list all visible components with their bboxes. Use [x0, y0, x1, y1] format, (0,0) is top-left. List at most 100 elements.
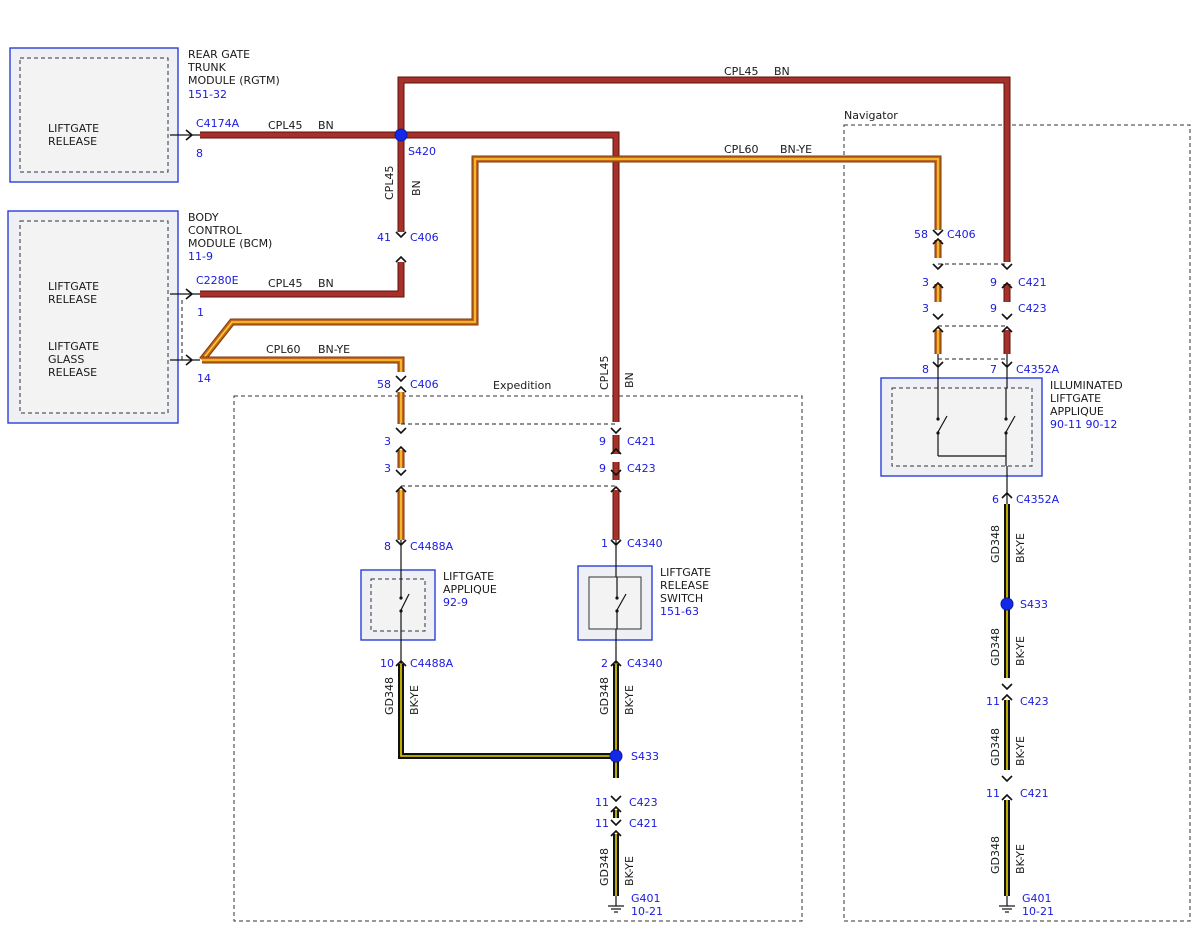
illum-applique-name-2: LIFTGATE: [1050, 392, 1101, 405]
illum-applique-name-1: ILLUMINATED: [1050, 379, 1123, 392]
ground-nav-icon: [999, 905, 1015, 913]
bcm-name-line-3: MODULE (BCM): [188, 237, 272, 250]
liftgate-applique-name-2: APPLIQUE: [443, 583, 497, 596]
bcm-ref[interactable]: 11-9: [188, 250, 213, 263]
module-pin-arrows: [170, 129, 200, 366]
liftgate-applique-name-1: LIFTGATE: [443, 570, 494, 583]
exp-c423-right-name[interactable]: C423: [627, 462, 656, 475]
liftgate-release-switch-module[interactable]: [577, 565, 653, 641]
c406-top-name[interactable]: C406: [410, 231, 439, 244]
liftgate-applique-module[interactable]: [360, 569, 436, 641]
nav-c423-right-name[interactable]: C423: [1018, 302, 1047, 315]
wire-gd348-v4: GD348: [989, 525, 1002, 563]
bcm-module[interactable]: LIFTGATE RELEASE LIFTGATE GLASS RELEASE: [7, 210, 179, 424]
nav-c406-name[interactable]: C406: [947, 228, 976, 241]
nav-c421-gnd-name[interactable]: C421: [1020, 787, 1049, 800]
rgtm-name-line-1: REAR GATE: [188, 48, 250, 61]
exp-c421-right-name[interactable]: C421: [627, 435, 656, 448]
bcm-pin-glass: 14: [197, 372, 211, 385]
c4488a-top-pin: 8: [384, 540, 391, 553]
wire-cpl45-2: CPL45: [268, 277, 302, 290]
navigator-region: [843, 124, 1191, 922]
rgtm-connector[interactable]: C4174A: [196, 117, 240, 130]
wire-bkye-v1: BK-YE: [408, 685, 421, 715]
bcm-connector[interactable]: C2280E: [196, 274, 239, 287]
wire-cpl45-1: CPL45: [268, 119, 302, 132]
c4352a-bot-pin: 6: [992, 493, 999, 506]
wire-bnye-1: BN-YE: [780, 143, 812, 156]
connector-dashed-outlines: [401, 263, 1007, 487]
nav-c423-left-pin: 3: [922, 302, 929, 315]
c4340-bot-name[interactable]: C4340: [627, 657, 663, 670]
nav-c421-gnd-pin: 11: [986, 787, 1000, 800]
ground-exp-ref[interactable]: 10-21: [631, 905, 663, 918]
bcm-release-line-2: RELEASE: [48, 293, 97, 306]
rgtm-ref[interactable]: 151-32: [188, 88, 227, 101]
illuminated-applique-module[interactable]: [880, 377, 1043, 477]
c4352a-right-name[interactable]: C4352A: [1016, 363, 1060, 376]
wire-gd348-v7: GD348: [989, 836, 1002, 874]
ground-nav-ref[interactable]: 10-21: [1022, 905, 1054, 918]
c4488a-bot-pin: 10: [380, 657, 394, 670]
wire-bkye-v4: BK-YE: [1014, 533, 1027, 563]
exp-c423-left-pin: 3: [384, 462, 391, 475]
liftgate-applique-ref[interactable]: 92-9: [443, 596, 468, 609]
rgtm-module[interactable]: LIFTGATE RELEASE: [9, 47, 179, 183]
rgtm-inner-line-2: RELEASE: [48, 135, 97, 148]
cpl45-wires: [200, 76, 1011, 540]
exp-c421-gnd-name[interactable]: C421: [629, 817, 658, 830]
illum-applique-ref[interactable]: 90-11 90-12: [1050, 418, 1117, 431]
wire-bn-2: BN: [318, 277, 334, 290]
c406-exp-name[interactable]: C406: [410, 378, 439, 391]
nav-c423-gnd-pin: 11: [986, 695, 1000, 708]
c4352a-bot-name[interactable]: C4352A: [1016, 493, 1060, 506]
exp-c421-right-pin: 9: [599, 435, 606, 448]
splice-s433-exp-dot[interactable]: [609, 749, 623, 763]
wire-gd348-v6: GD348: [989, 728, 1002, 766]
c4340-top-name[interactable]: C4340: [627, 537, 663, 550]
wire-bkye-v5: BK-YE: [1014, 636, 1027, 666]
wire-bkye-v7: BK-YE: [1014, 844, 1027, 874]
splice-s420-label[interactable]: S420: [408, 145, 436, 158]
splice-s433-exp-label[interactable]: S433: [631, 750, 659, 763]
splice-s433-nav-dot[interactable]: [1000, 597, 1014, 611]
c4488a-top-name[interactable]: C4488A: [410, 540, 454, 553]
lead-lines: [181, 300, 1008, 906]
wire-bnye-2: BN-YE: [318, 343, 350, 356]
wire-cpl45-v1: CPL45: [383, 166, 396, 200]
c4352a-right-pin: 7: [990, 363, 997, 376]
c4352a-left-pin: 8: [922, 363, 929, 376]
wire-cpl45-v2: CPL45: [598, 356, 611, 390]
release-switch-name-1: LIFTGATE: [660, 566, 711, 579]
wire-bkye-v6: BK-YE: [1014, 736, 1027, 766]
wire-cpl45-3: CPL45: [724, 65, 758, 78]
c406-top-pin: 41: [377, 231, 391, 244]
release-switch-name-3: SWITCH: [660, 592, 703, 605]
connector-chevrons: [395, 229, 1013, 837]
navigator-label: Navigator: [844, 109, 898, 122]
wire-bkye-v2: BK-YE: [623, 685, 636, 715]
c4340-bot-pin: 2: [601, 657, 608, 670]
bcm-glass-line-1: LIFTGATE: [48, 340, 99, 353]
nav-c421-right-pin: 9: [990, 276, 997, 289]
exp-c421-left-pin: 3: [384, 435, 391, 448]
ground-exp-icon: [608, 905, 624, 913]
ground-nav-name[interactable]: G401: [1022, 892, 1052, 905]
nav-c421-left-pin: 3: [922, 276, 929, 289]
cpl60-wires: [199, 155, 942, 540]
splice-s433-nav-label[interactable]: S433: [1020, 598, 1048, 611]
bcm-release-line-1: LIFTGATE: [48, 280, 99, 293]
gd348-wires: [398, 504, 1010, 896]
splice-s420-dot[interactable]: [394, 128, 408, 142]
exp-c423-gnd-name[interactable]: C423: [629, 796, 658, 809]
release-switch-name-2: RELEASE: [660, 579, 709, 592]
wire-bn-1: BN: [318, 119, 334, 132]
c4488a-bot-name[interactable]: C4488A: [410, 657, 454, 670]
nav-c423-gnd-name[interactable]: C423: [1020, 695, 1049, 708]
wire-gd348-v3: GD348: [598, 848, 611, 886]
release-switch-ref[interactable]: 151-63: [660, 605, 699, 618]
nav-c421-right-name[interactable]: C421: [1018, 276, 1047, 289]
ground-exp-name[interactable]: G401: [631, 892, 661, 905]
wire-gd348-v1: GD348: [383, 677, 396, 715]
wire-cpl60-2: CPL60: [266, 343, 300, 356]
